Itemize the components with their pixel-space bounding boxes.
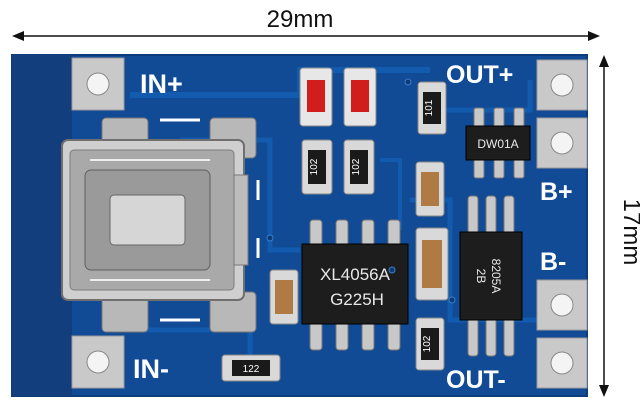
pad-out-minus	[536, 337, 588, 389]
charger-ic-text-2: G225H	[330, 290, 384, 309]
protection-ic: DW01A	[465, 107, 531, 179]
pad-in-minus	[71, 335, 125, 389]
mosfet-ic: 8205A 2B	[459, 195, 523, 357]
resistor-r3-code: 101	[424, 99, 435, 116]
capacitor-c2	[415, 227, 449, 301]
label-out-minus: OUT-	[446, 366, 506, 394]
charger-ic-text-1: XL4056A	[320, 265, 391, 284]
pad-out-plus	[536, 59, 588, 111]
resistor-r5-code: 122	[243, 364, 260, 375]
pad-b-plus	[536, 117, 588, 169]
width-dimension: 29mm	[12, 6, 600, 41]
label-out-plus: OUT+	[446, 61, 513, 89]
led-red-2	[343, 67, 377, 127]
resistor-r3: 101	[417, 81, 447, 135]
width-label: 29mm	[267, 6, 334, 33]
resistor-r2-code: 102	[351, 158, 362, 175]
label-b-minus: B-	[540, 248, 566, 276]
vias	[266, 78, 456, 304]
height-label: 17mm	[618, 199, 640, 266]
resistor-r4-code: 102	[422, 335, 433, 352]
height-dimension: 17mm	[599, 55, 640, 397]
capacitor-c1	[415, 161, 445, 217]
mosfet-ic-text-1: 8205A	[489, 259, 503, 294]
charger-ic: XL4056A G225H	[301, 219, 409, 351]
led-red-1	[299, 67, 333, 127]
capacitor-c3	[269, 269, 299, 325]
protection-ic-text: DW01A	[477, 137, 518, 151]
mosfet-ic-text-2: 2B	[474, 269, 488, 284]
resistor-r4: 102	[415, 317, 445, 371]
silkscreen-marks	[160, 118, 260, 322]
pad-b-minus	[536, 279, 588, 331]
resistor-r1: 102	[301, 139, 333, 195]
label-b-plus: B+	[540, 178, 573, 206]
pad-in-plus	[71, 57, 125, 111]
resistor-r5: 122	[221, 354, 281, 382]
resistor-r2: 102	[343, 139, 375, 195]
label-in-plus: IN+	[140, 69, 183, 99]
resistor-r1-code: 102	[309, 158, 320, 175]
label-in-minus: IN-	[133, 354, 169, 384]
mini-usb-connector	[61, 117, 257, 333]
